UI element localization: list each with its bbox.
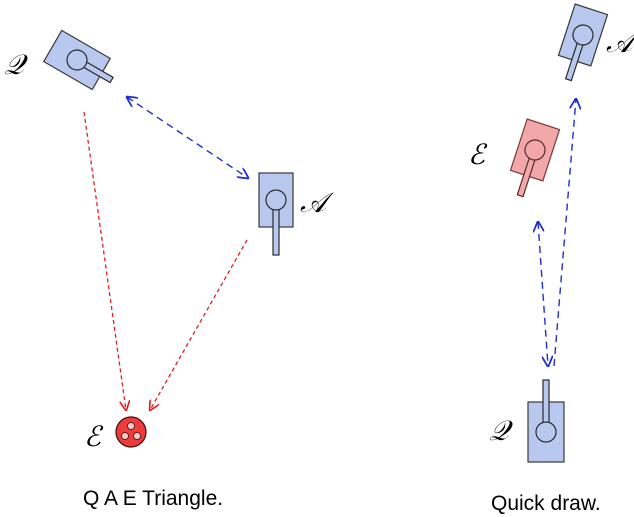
left-caption: Q A E Triangle. [83,487,223,510]
right-q-label: 𝒬 [489,414,513,447]
right-q-a-arrow [553,99,576,367]
left-q-e-arrow [83,111,126,410]
left-panel: 𝒬 𝒜 ℰ Q A E Triangle. [4,29,334,510]
right-q-tank [527,379,565,463]
right-a-tank [557,3,609,82]
left-q-tank [42,29,114,91]
right-a-label: 𝒜 [606,26,634,59]
left-q-a-arrow [127,97,248,178]
right-e-tank [509,118,561,198]
right-caption: Quick draw. [491,492,601,515]
right-e-label: ℰ [468,138,488,171]
right-e-q-arrow [538,222,548,366]
left-e-target [115,416,147,448]
right-panel: 𝒜 ℰ 𝒬 Quick draw. [468,3,634,515]
left-a-label: 𝒜 [300,186,334,219]
left-a-tank [258,172,294,256]
left-q-label: 𝒬 [4,48,28,81]
left-e-label: ℰ [84,420,104,453]
left-a-e-arrow [150,239,248,410]
